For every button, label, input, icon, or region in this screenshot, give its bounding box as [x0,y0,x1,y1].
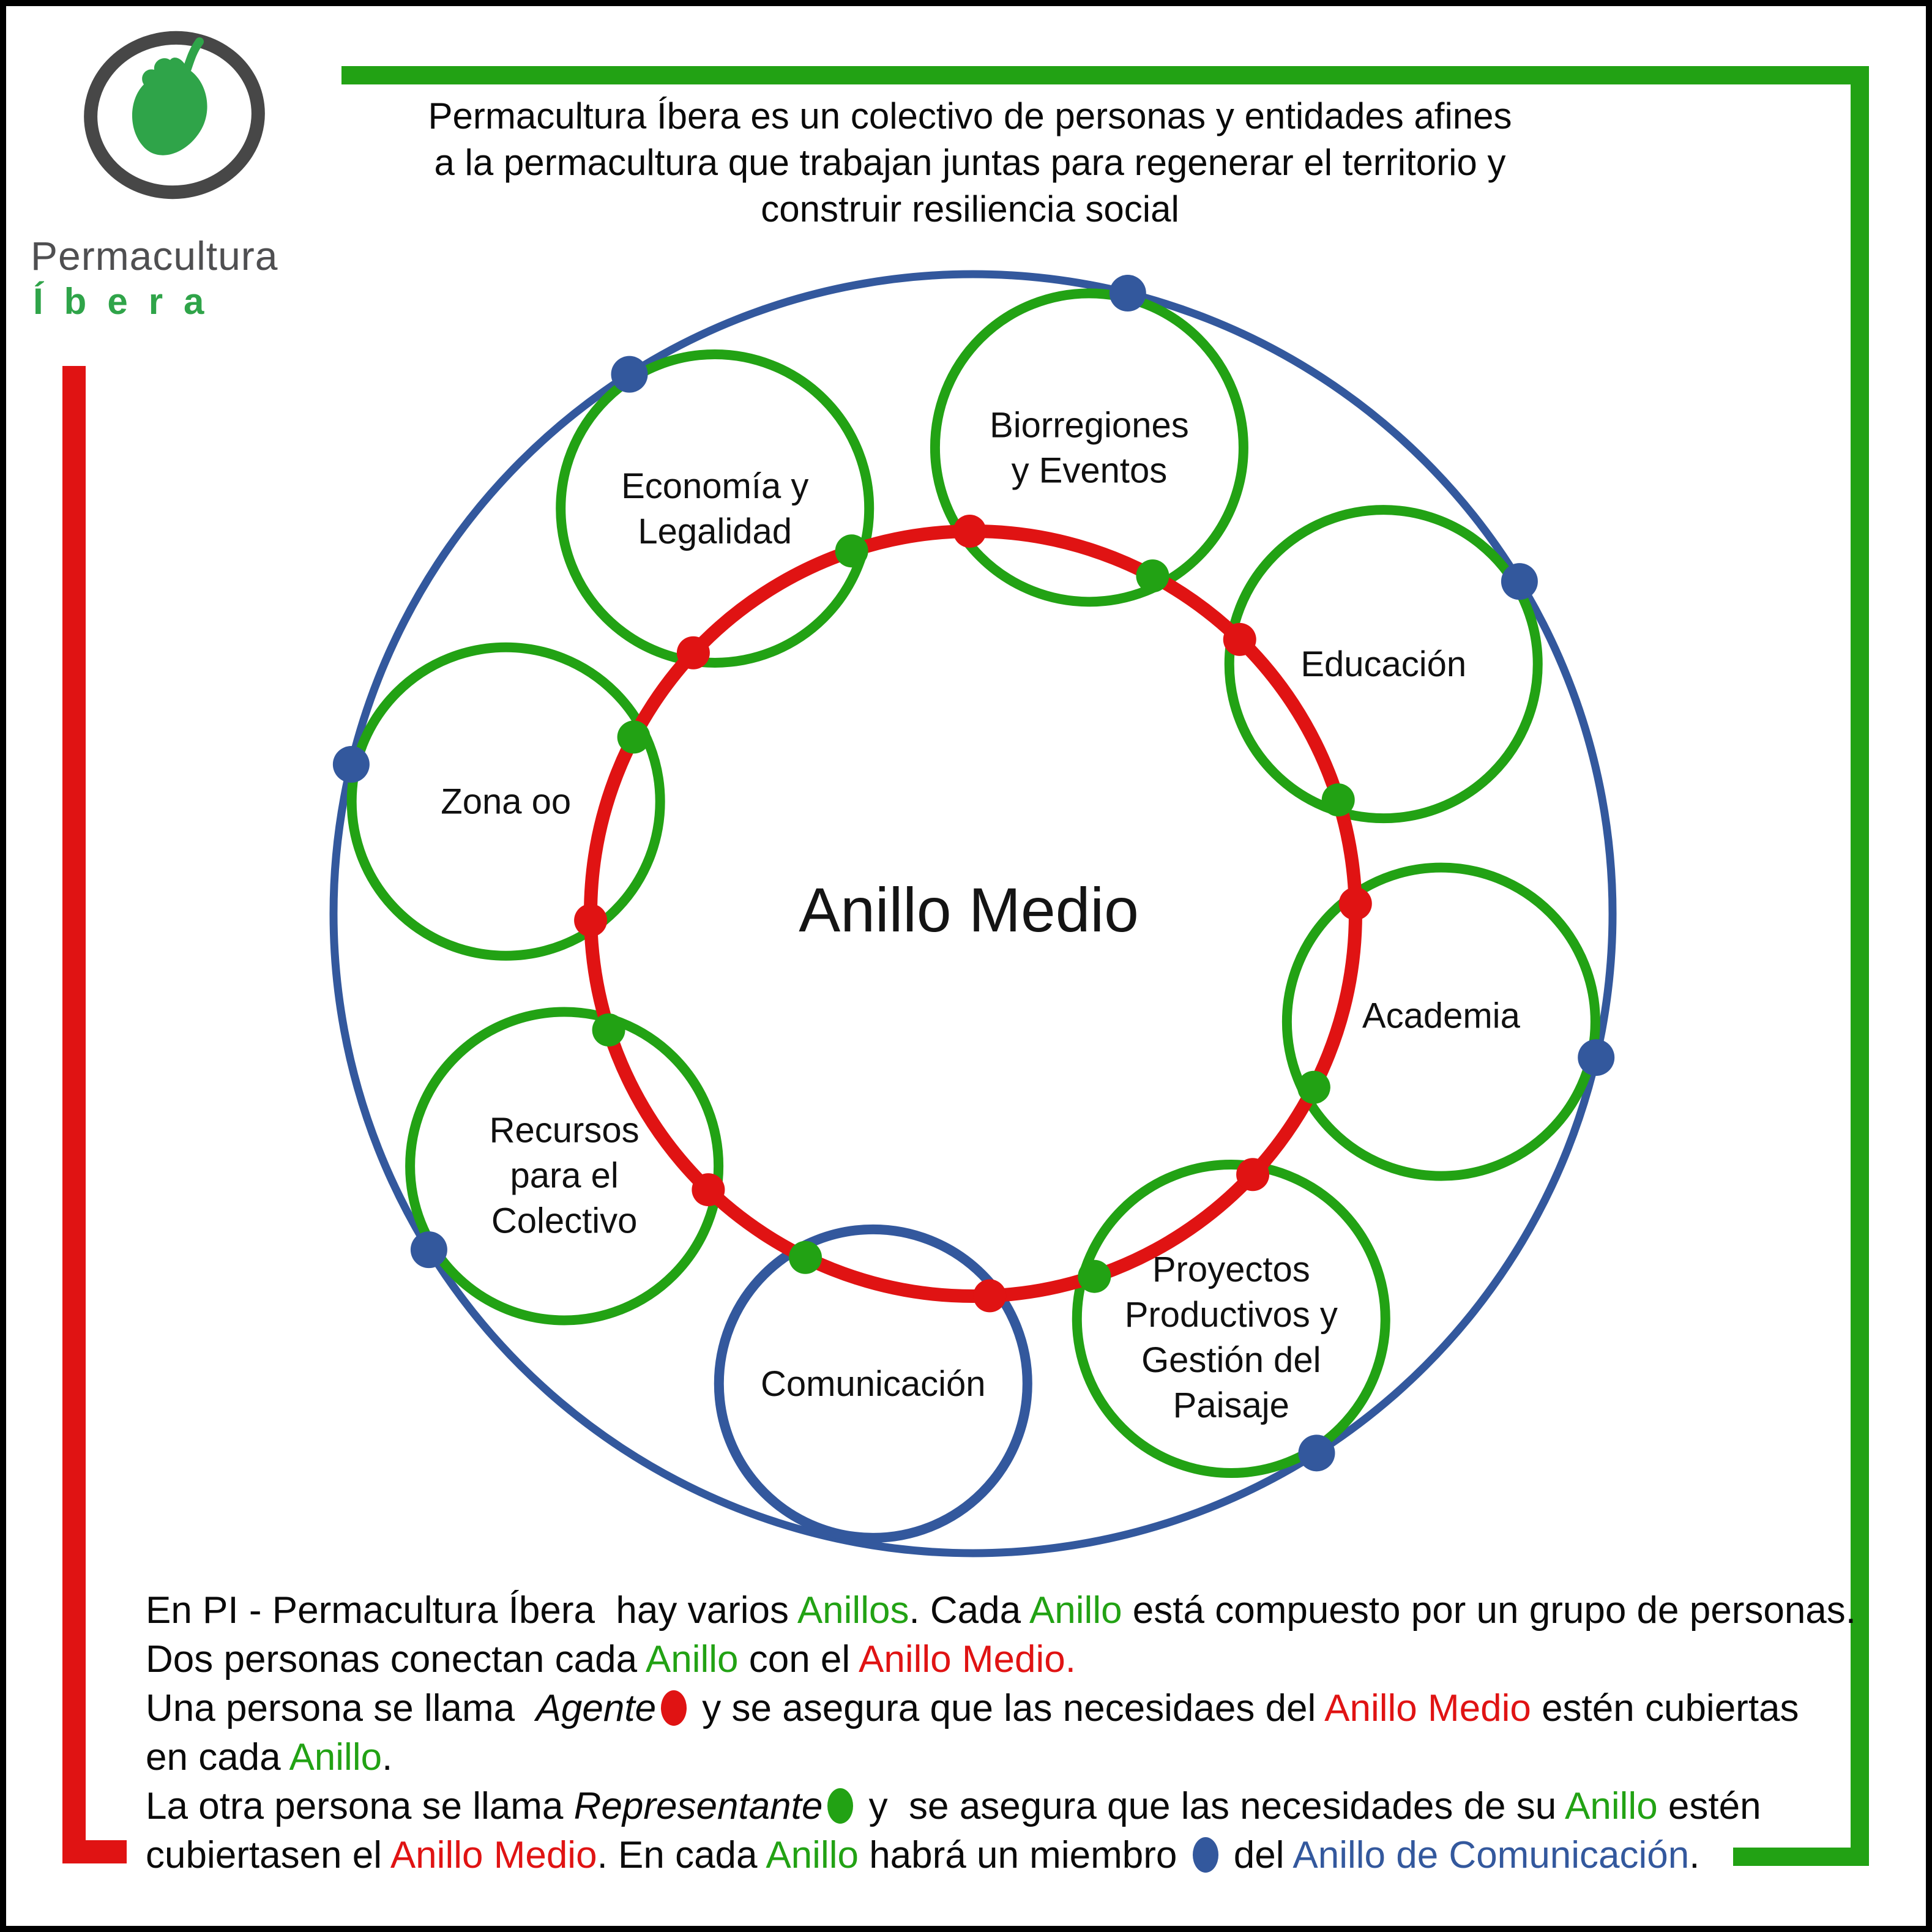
legend-line: cubiertasen el Anillo Medio. En cada Ani… [146,1831,1908,1880]
node-circle-academia [1281,862,1600,1181]
legend-text-run: En PI - Permacultura Íbera hay varios [146,1589,797,1632]
legend-text: En PI - Permacultura Íbera hay varios An… [146,1586,1908,1880]
agente-dot-academia [1338,887,1372,920]
agente-dot-economia [676,636,710,669]
representante-dot-economia [835,534,868,568]
agente-dot-icon [661,1690,687,1726]
agente-dot-proyectos [1236,1158,1270,1192]
representante-dot-comunicacion [789,1240,822,1274]
agente-dot-biorregiones [953,515,987,548]
logo-mark [84,31,265,200]
node-circle-zona-oo [346,642,665,961]
legend-text-run: . [1689,1834,1700,1876]
legend-text-run: Una persona se llama [146,1687,536,1729]
legend-text-run: y se asegura que las necesidades de su [858,1785,1565,1827]
legend-text-run: Anillo [1029,1589,1122,1632]
agente-dot-zona-oo [574,903,608,937]
intro-line: construir resiliencia social [761,188,1179,229]
legend-line: La otra persona se llama Representante y… [146,1782,1908,1831]
legend-text-run: y se asegura que las necesidaes del [692,1687,1325,1729]
legend-text-run: habrá un miembro [858,1834,1188,1876]
legend-text-run: . [382,1736,393,1778]
legend-text-run: Anillos [797,1589,909,1632]
representante-dot-biorregiones [1136,559,1169,593]
legend-text-run: Representante [573,1785,823,1827]
comunicacion-dot-biorregiones [1109,275,1146,312]
legend-text-run: Anillo [766,1834,859,1876]
intro-line: a la permacultura que trabajan juntas pa… [434,142,1506,183]
comunicacion-dot-icon [1192,1837,1218,1873]
representante-dot-zona-oo [617,720,651,754]
logo-title: Permacultura [31,233,278,278]
agente-dot-educacion [1223,622,1256,656]
leaf-icon [132,58,207,155]
leaf-stem-icon [183,37,204,73]
node-circle-proyectos [1072,1160,1390,1479]
comunicacion-dot-recursos [410,1231,447,1269]
legend-text-run: Anillo de Comunicación [1292,1834,1690,1876]
agente-dot-recursos [692,1173,725,1207]
legend-text-run: Anillo Medio [1324,1687,1531,1729]
comunicacion-dot-academia [1578,1039,1615,1076]
legend-text-run: Anillo Medio. [859,1638,1076,1680]
comunicacion-dot-economia [611,356,648,393]
legend-text-run: con el [738,1638,859,1680]
legend-text-run: está compuesto por un grupo de personas. [1122,1589,1857,1632]
center-ring-label: Anillo Medio [799,875,1139,945]
representante-dot-academia [1297,1070,1330,1104]
legend-text-run: cubiertasen el [146,1834,390,1876]
legend-line: en cada Anillo. [146,1733,1908,1782]
agente-dot-comunicacion [973,1279,1007,1313]
outer-communication-ring [329,270,1617,1557]
legend-text-run: . En cada [597,1834,766,1876]
legend-text-run: . Cada [909,1589,1029,1632]
node-circle-biorregiones [930,288,1248,607]
representante-dot-proyectos [1078,1259,1111,1293]
legend-text-run: estén [1657,1785,1761,1827]
legend-text-run: Agente [535,1687,657,1729]
logo-subtitle: Íbera [33,281,225,322]
representante-dot-icon [827,1788,854,1824]
node-label-academia: Academia [1362,996,1521,1036]
node-circle-educacion [1224,505,1543,824]
comunicacion-dot-educacion [1501,563,1538,600]
intro-text: Permacultura Íbera es un colectivo de pe… [282,93,1658,233]
legend-text-run: Anillo [1565,1785,1658,1827]
legend-text-run: Anillo [289,1736,382,1778]
node-label-zona-oo: Zona oo [441,782,571,822]
legend-text-run: estén cubiertas [1531,1687,1799,1729]
legend-line: Una persona se llama Agente y se asegura… [146,1684,1908,1733]
intro-line: Permacultura Íbera es un colectivo de pe… [428,95,1512,136]
node-label-comunicacion: Comunicación [761,1364,986,1404]
comunicacion-dot-proyectos [1298,1434,1335,1472]
node-circle-economia [556,349,875,668]
logo: Permacultura Íbera [31,12,318,337]
legend-text-run: del [1223,1834,1293,1876]
logo-ring-icon [84,31,265,200]
node-label-educacion: Educación [1300,644,1466,684]
legend-text-run: Dos personas conectan cada [146,1638,646,1680]
representante-dot-educacion [1321,783,1355,817]
node-circle-comunicacion [714,1224,1032,1543]
comunicacion-dot-zona-oo [332,746,370,783]
legend-line: Dos personas conectan cada Anillo con el… [146,1635,1908,1684]
legend-line: En PI - Permacultura Íbera hay varios An… [146,1586,1908,1635]
red-bracket [62,366,127,1863]
representante-dot-recursos [592,1013,625,1047]
green-bracket [341,66,1869,1866]
legend-text-run: en cada [146,1736,289,1778]
legend-text-run: Anillo Medio [390,1834,597,1876]
legend-text-run: La otra persona se llama [146,1785,574,1827]
node-circle-recursos [405,1007,724,1326]
legend-text-run: Anillo [645,1638,739,1680]
